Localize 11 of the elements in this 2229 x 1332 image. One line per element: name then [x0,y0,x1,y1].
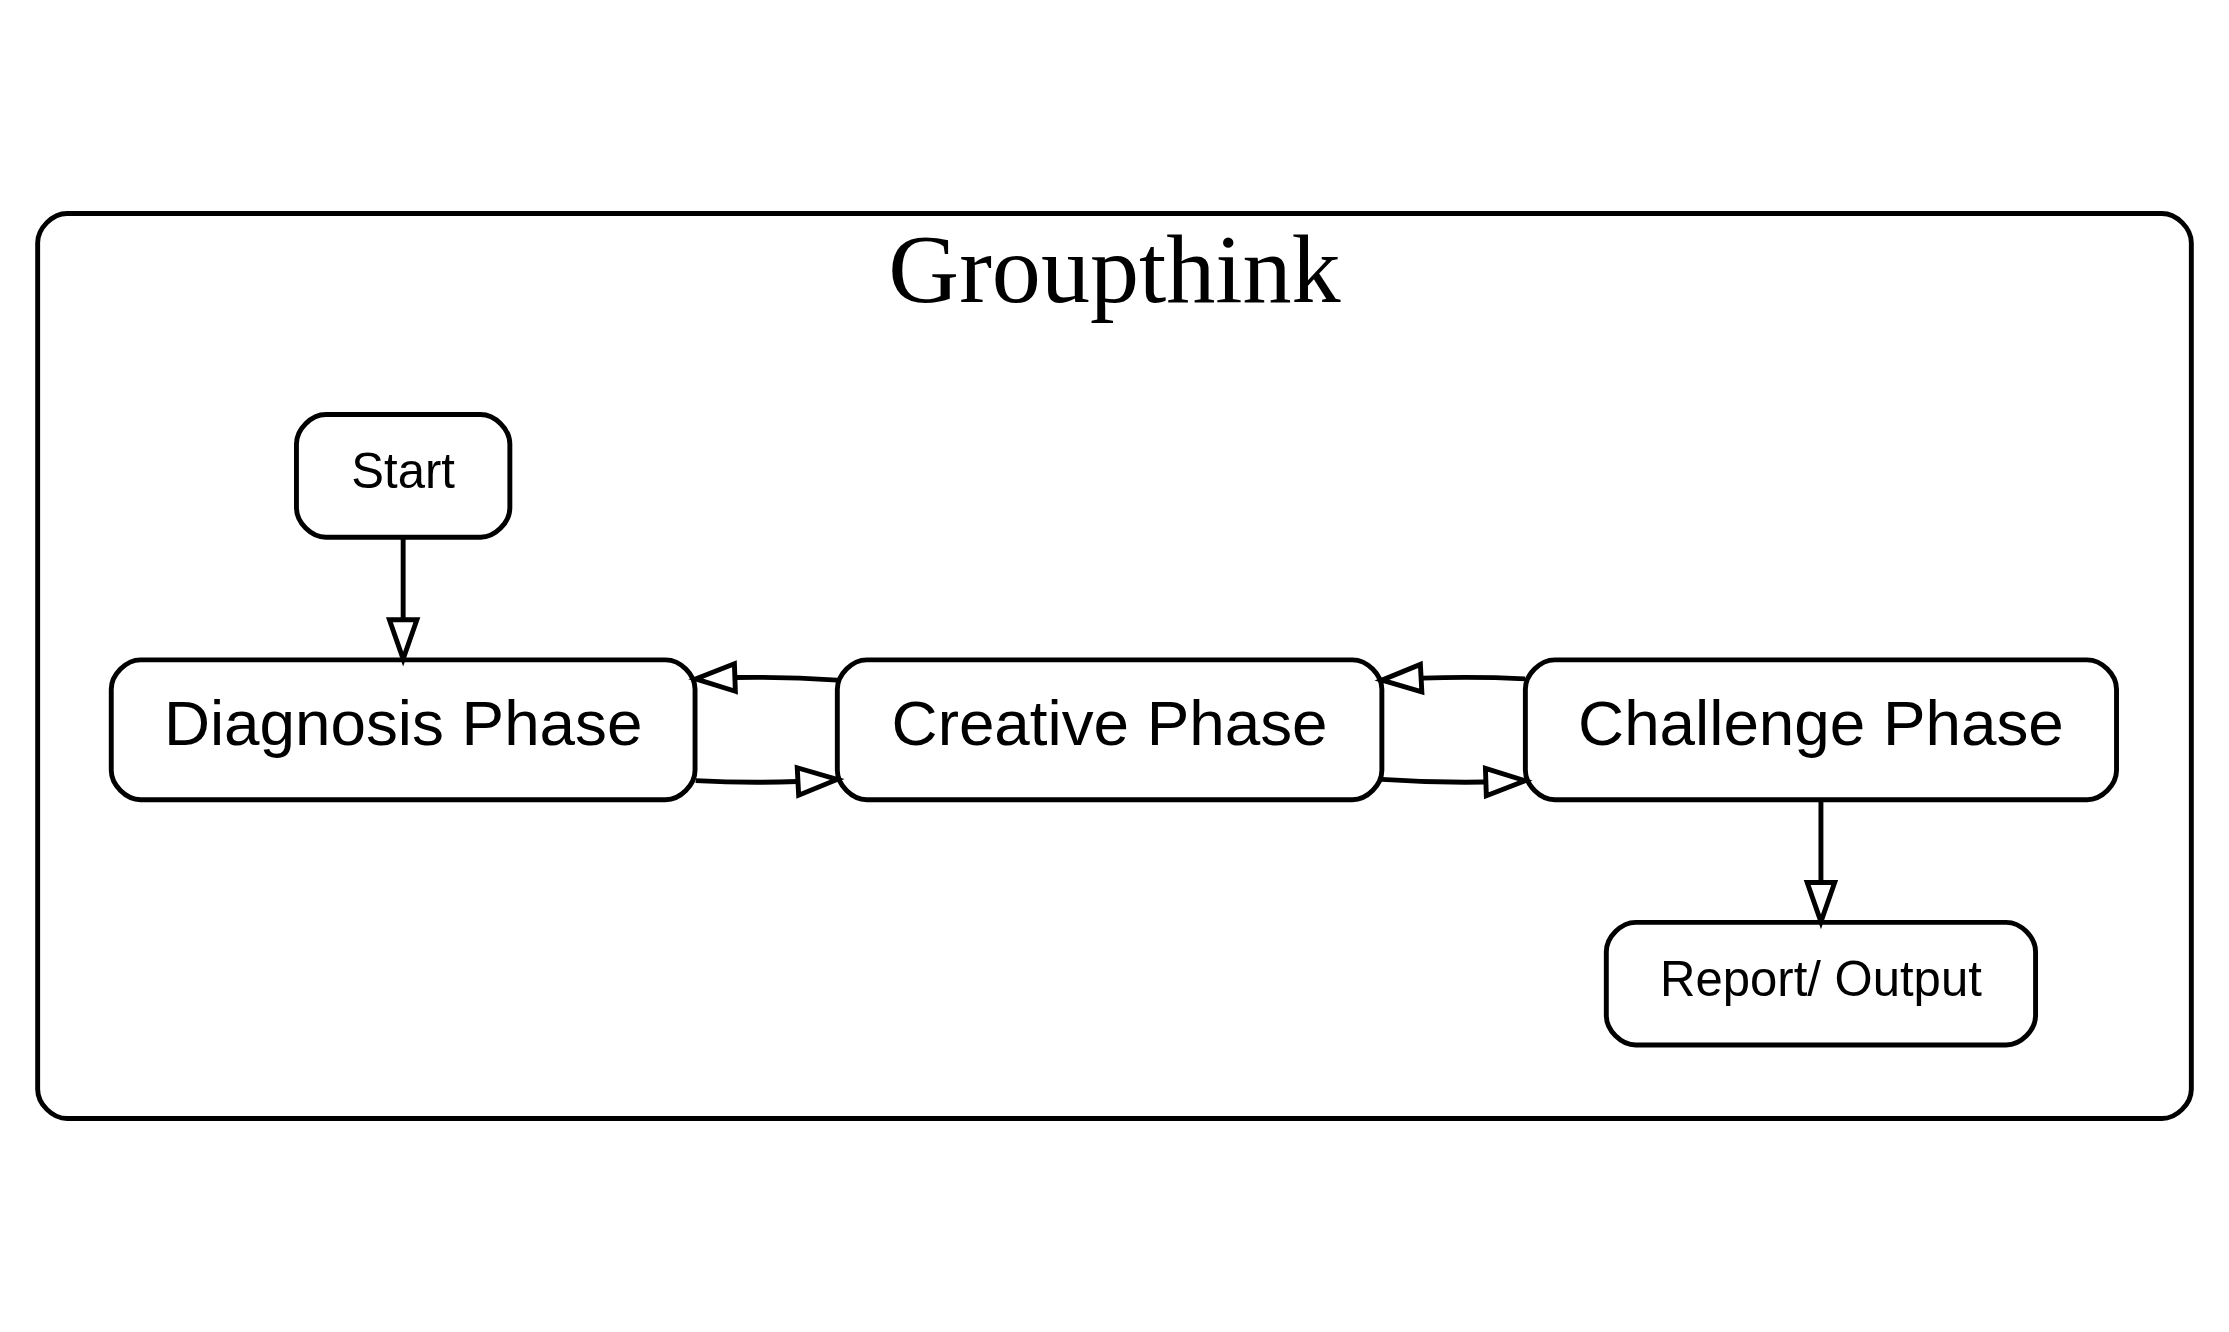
arrow [695,764,845,799]
node-box: Diagnosis Phase [108,657,698,803]
arrow [1374,660,1526,696]
arrow [1381,764,1533,800]
arrow [688,660,838,695]
node-box: Report/ Output [1603,919,2039,1048]
node-box: Challenge Phase [1522,657,2119,803]
node-box: Creative Phase [834,657,1385,803]
arrow [1803,800,1839,930]
node-box: Start [294,412,513,540]
arrow [385,537,421,667]
